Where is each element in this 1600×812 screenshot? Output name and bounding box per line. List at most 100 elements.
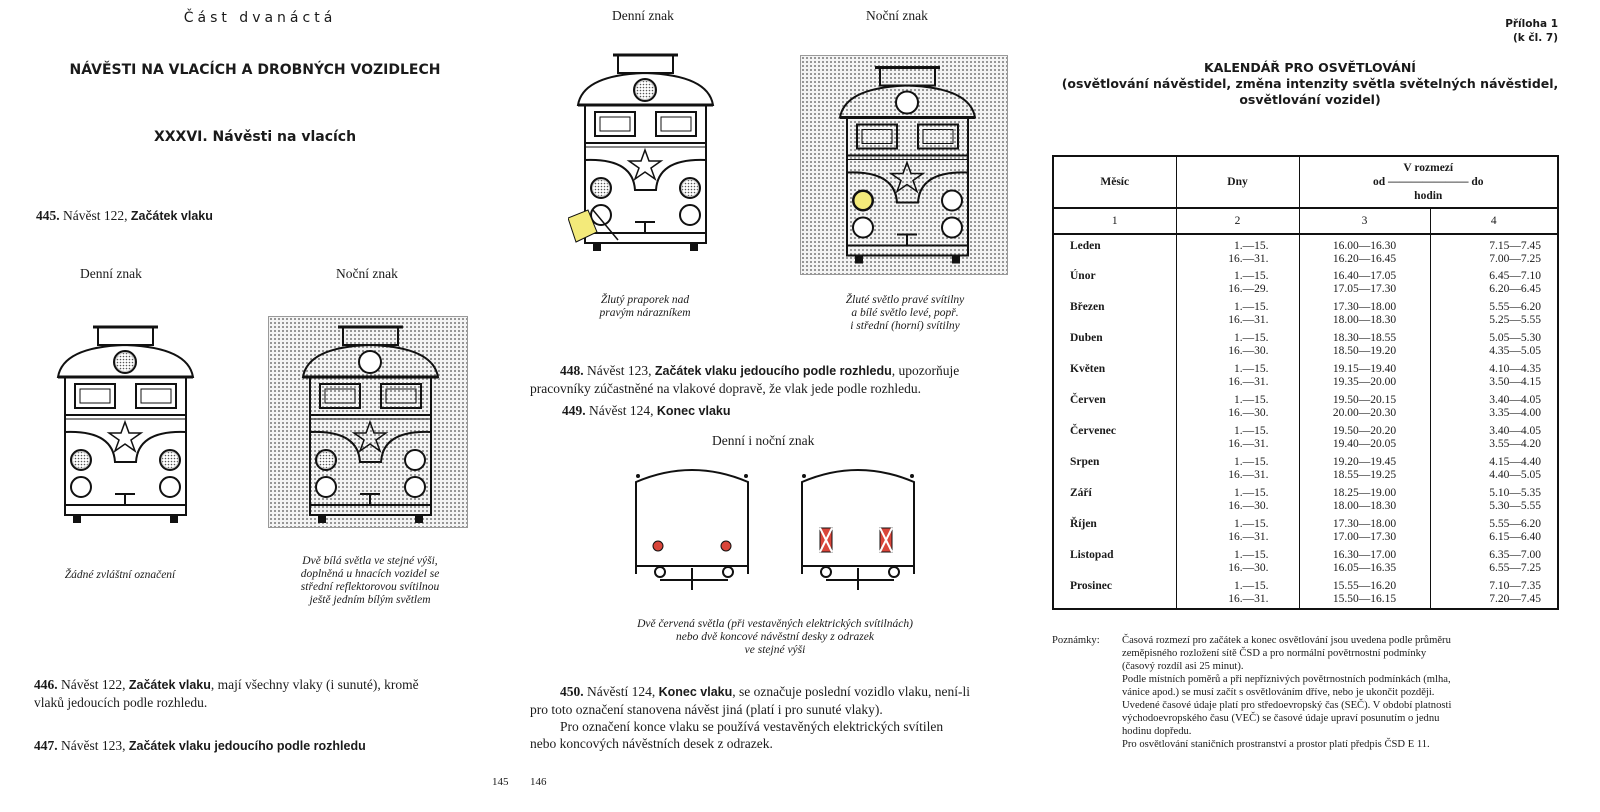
page-number-146: 146 bbox=[530, 776, 547, 788]
locomotive-day-flag-illustration bbox=[568, 53, 715, 251]
caption-line: ještě jedním bílým světlem bbox=[309, 594, 431, 606]
value: 16.30—17.00 bbox=[1332, 549, 1397, 561]
caption-line: a bílé světlo levé, popř. bbox=[851, 307, 959, 319]
days-cell: 1.—15.16.—31. bbox=[1175, 299, 1300, 330]
month-cell: Listopad bbox=[1052, 547, 1177, 578]
lamp bbox=[70, 476, 92, 498]
header-range: V rozmezí od ——————— do hodin bbox=[1298, 156, 1559, 208]
note-line: (časový rozdíl asi 25 minut). bbox=[1122, 661, 1244, 672]
header-month: Měsíc bbox=[1052, 156, 1177, 208]
text: , upozorňuje bbox=[891, 363, 960, 378]
paragraph-447: 447. Návěst 123, Začátek vlaku jedoucího… bbox=[34, 737, 366, 755]
value: 1.—15. bbox=[1234, 487, 1269, 499]
bold-text: Konec vlaku bbox=[656, 404, 731, 418]
note-line: vánice apod.) se musí začít s osvětlován… bbox=[1122, 687, 1435, 698]
text: pracovníky zúčastněné na vlakové dopravě… bbox=[530, 381, 921, 396]
value: 16.00—16.30 bbox=[1332, 240, 1397, 252]
value: 5.55—6.20 bbox=[1489, 301, 1541, 313]
month-cell: Květen bbox=[1052, 361, 1177, 392]
value: 16.20—16.45 bbox=[1332, 253, 1397, 265]
days-cell: 1.—15.16.—29. bbox=[1175, 268, 1300, 299]
caption-line: Dvě bílá světla ve stejné výši, bbox=[302, 555, 438, 567]
value: 6.55—7.25 bbox=[1489, 562, 1541, 574]
caption-line: ve stejné výši bbox=[744, 644, 806, 656]
lighting-calendar-table: Měsíc Dny V rozmezí od ——————— do hodin … bbox=[1052, 155, 1559, 610]
paragraph-number: 445. bbox=[36, 208, 60, 223]
days-cell: 1.—15.16.—30. bbox=[1175, 547, 1300, 578]
page-number-145: 145 bbox=[492, 776, 509, 788]
value: 3.50—4.15 bbox=[1489, 376, 1541, 388]
value: 16.—30. bbox=[1228, 407, 1269, 419]
month-cell: Červenec bbox=[1052, 423, 1177, 454]
star-emblem bbox=[106, 419, 144, 453]
value: 19.50—20.20 bbox=[1332, 425, 1397, 437]
note-line: Uvedené časové údaje platí pro středoevr… bbox=[1122, 700, 1452, 711]
value: 16.—31. bbox=[1228, 253, 1269, 265]
reflector-board bbox=[819, 527, 833, 553]
value: 1.—15. bbox=[1234, 456, 1269, 468]
value: 16.—31. bbox=[1228, 469, 1269, 481]
value: 15.55—16.20 bbox=[1332, 580, 1397, 592]
days-cell: 1.—15.16.—31. bbox=[1175, 361, 1300, 392]
month-name: Září bbox=[1070, 487, 1092, 499]
text: , mají všechny vlaky (i sunuté), kromě bbox=[210, 677, 419, 692]
value: 4.35—5.05 bbox=[1489, 345, 1541, 357]
month-name: Květen bbox=[1070, 363, 1106, 375]
lamp bbox=[358, 350, 382, 374]
end-caption: Dvě červená světla (při vestavěných elek… bbox=[580, 618, 970, 657]
bold-text: Začátek vlaku bbox=[130, 209, 213, 223]
column-number: 2 bbox=[1175, 208, 1300, 234]
day-sign-label: Denní znak bbox=[612, 8, 674, 23]
days-cell: 1.—15.16.—31. bbox=[1175, 423, 1300, 454]
text: Návěstí 124, bbox=[583, 684, 659, 699]
value: 1.—15. bbox=[1234, 270, 1269, 282]
text: Návěst 122, bbox=[59, 208, 131, 223]
lamp bbox=[941, 189, 963, 212]
paragraph-450: 450. Návěstí 124, Konec vlaku, se označu… bbox=[530, 683, 1040, 752]
value: 7.00—7.25 bbox=[1489, 253, 1541, 265]
lamp bbox=[941, 216, 963, 239]
value: 16.—30. bbox=[1228, 562, 1269, 574]
value: 1.—15. bbox=[1234, 301, 1269, 313]
caption-line: Žlutý praporek nad bbox=[600, 294, 690, 306]
day-caption: Žádné zvláštní označení bbox=[64, 569, 176, 581]
value: 1.—15. bbox=[1234, 394, 1269, 406]
value: 19.40—20.05 bbox=[1332, 438, 1397, 450]
locomotive-night-yellow-illustration bbox=[838, 66, 977, 264]
wagon-red-lights-illustration bbox=[635, 469, 749, 590]
note-line: hodinu dopředu. bbox=[1122, 726, 1192, 737]
do-label: do bbox=[1471, 176, 1484, 188]
value: 1.—15. bbox=[1234, 549, 1269, 561]
value: 1.—15. bbox=[1234, 580, 1269, 592]
month-cell: Prosinec bbox=[1052, 578, 1177, 609]
value: 7.15—7.45 bbox=[1489, 240, 1541, 252]
calendar-title-block: KALENDÁŘ PRO OSVĚTLOVÁNÍ (osvětlování ná… bbox=[1050, 60, 1570, 108]
text: Návěst 124, bbox=[585, 403, 657, 418]
days-cell: 1.—15.16.—31. bbox=[1175, 454, 1300, 485]
od-label: od bbox=[1372, 176, 1386, 188]
value: 1.—15. bbox=[1234, 240, 1269, 252]
caption-line: doplněná u hnacích vozidel se bbox=[300, 568, 440, 580]
month-name: Říjen bbox=[1070, 518, 1097, 530]
value: 16.—31. bbox=[1228, 531, 1269, 543]
value: 1.—15. bbox=[1234, 363, 1269, 375]
value: 3.40—4.05 bbox=[1489, 425, 1541, 437]
value: 6.35—7.00 bbox=[1489, 549, 1541, 561]
bold-text: Začátek vlaku jedoucího podle rozhledu bbox=[128, 739, 366, 753]
